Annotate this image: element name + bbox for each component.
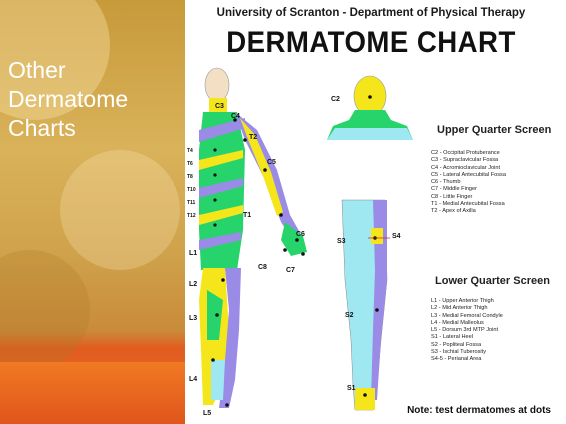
list-item: C8 - Little Finger <box>431 194 506 201</box>
label-l5: L5 <box>203 410 211 417</box>
label-l4: L4 <box>189 376 197 383</box>
label-thoracic: T6 <box>187 161 193 167</box>
label-thoracic: T8 <box>187 174 193 180</box>
label-thoracic: T12 <box>187 213 196 219</box>
list-item: L3 - Medial Femoral Condyle <box>431 313 503 320</box>
list-item: C4 - Acromioclavicular Joint <box>431 165 506 172</box>
list-item: C2 - Occipital Protuberance <box>431 150 506 157</box>
head-back-figure <box>327 76 413 140</box>
list-item: T1 - Medial Antecubital Fossa <box>431 201 506 208</box>
label-l1: L1 <box>189 250 197 257</box>
list-item: C6 - Thumb <box>431 179 506 186</box>
upper-quarter-list: C2 - Occipital Protuberance C3 - Supracl… <box>431 150 506 216</box>
label-c6: C6 <box>296 231 305 238</box>
label-s1: S1 <box>347 385 356 392</box>
orange-band <box>0 362 185 424</box>
label-t1: T1 <box>243 212 251 219</box>
slide-title-line: Charts <box>8 114 183 143</box>
label-t2: T2 <box>249 134 257 141</box>
label-c4: C4 <box>231 113 240 120</box>
list-item: T2 - Apex of Axilla <box>431 208 506 215</box>
label-c3: C3 <box>215 103 224 110</box>
label-c5: C5 <box>267 159 276 166</box>
list-item: S2 - Popliteal Fossa <box>431 342 503 349</box>
upper-quarter-heading: Upper Quarter Screen <box>437 124 551 136</box>
label-l2: L2 <box>189 281 197 288</box>
label-thoracic: T4 <box>187 148 193 154</box>
list-item: L4 - Medial Malleolus <box>431 320 503 327</box>
list-item: S1 - Lateral Heel <box>431 334 503 341</box>
list-item: L1 - Upper Anterior Thigh <box>431 298 503 305</box>
back-leg-figure <box>342 200 390 410</box>
slide-title: Other Dermatome Charts <box>8 56 183 143</box>
label-thoracic: T11 <box>187 200 195 206</box>
lower-quarter-list: L1 - Upper Anterior Thigh L2 - Mid Anter… <box>431 298 503 364</box>
slide-title-line: Dermatome <box>8 85 183 114</box>
label-s4: S4 <box>392 233 401 240</box>
slide-title-line: Other <box>8 56 183 85</box>
label-c8: C8 <box>258 264 267 271</box>
list-item: L2 - Mid Anterior Thigh <box>431 305 503 312</box>
lower-quarter-heading: Lower Quarter Screen <box>435 275 550 287</box>
label-s2: S2 <box>345 312 354 319</box>
label-thoracic: T10 <box>187 187 196 193</box>
list-item: C3 - Supraclavicular Fossa <box>431 157 506 164</box>
list-item: C7 - Middle Finger <box>431 186 506 193</box>
chart-note: Note: test dermatomes at dots <box>407 405 551 416</box>
label-c7: C7 <box>286 267 295 274</box>
decorative-circle <box>60 150 180 270</box>
list-item: S4-5 - Perianal Area <box>431 356 503 363</box>
decorative-circle <box>0 250 90 370</box>
front-body-figure <box>199 68 307 408</box>
decorative-side-panel: Other Dermatome Charts <box>0 0 185 424</box>
label-l3: L3 <box>189 315 197 322</box>
list-item: C5 - Lateral Antecubital Fossa <box>431 172 506 179</box>
list-item: L5 - Dorsum 3rd MTP Joint <box>431 327 503 334</box>
list-item: S3 - Ischial Tuberosity <box>431 349 503 356</box>
label-s3: S3 <box>337 238 346 245</box>
dermatome-chart-image: University of Scranton - Department of P… <box>185 0 557 424</box>
label-c2: C2 <box>331 96 340 103</box>
